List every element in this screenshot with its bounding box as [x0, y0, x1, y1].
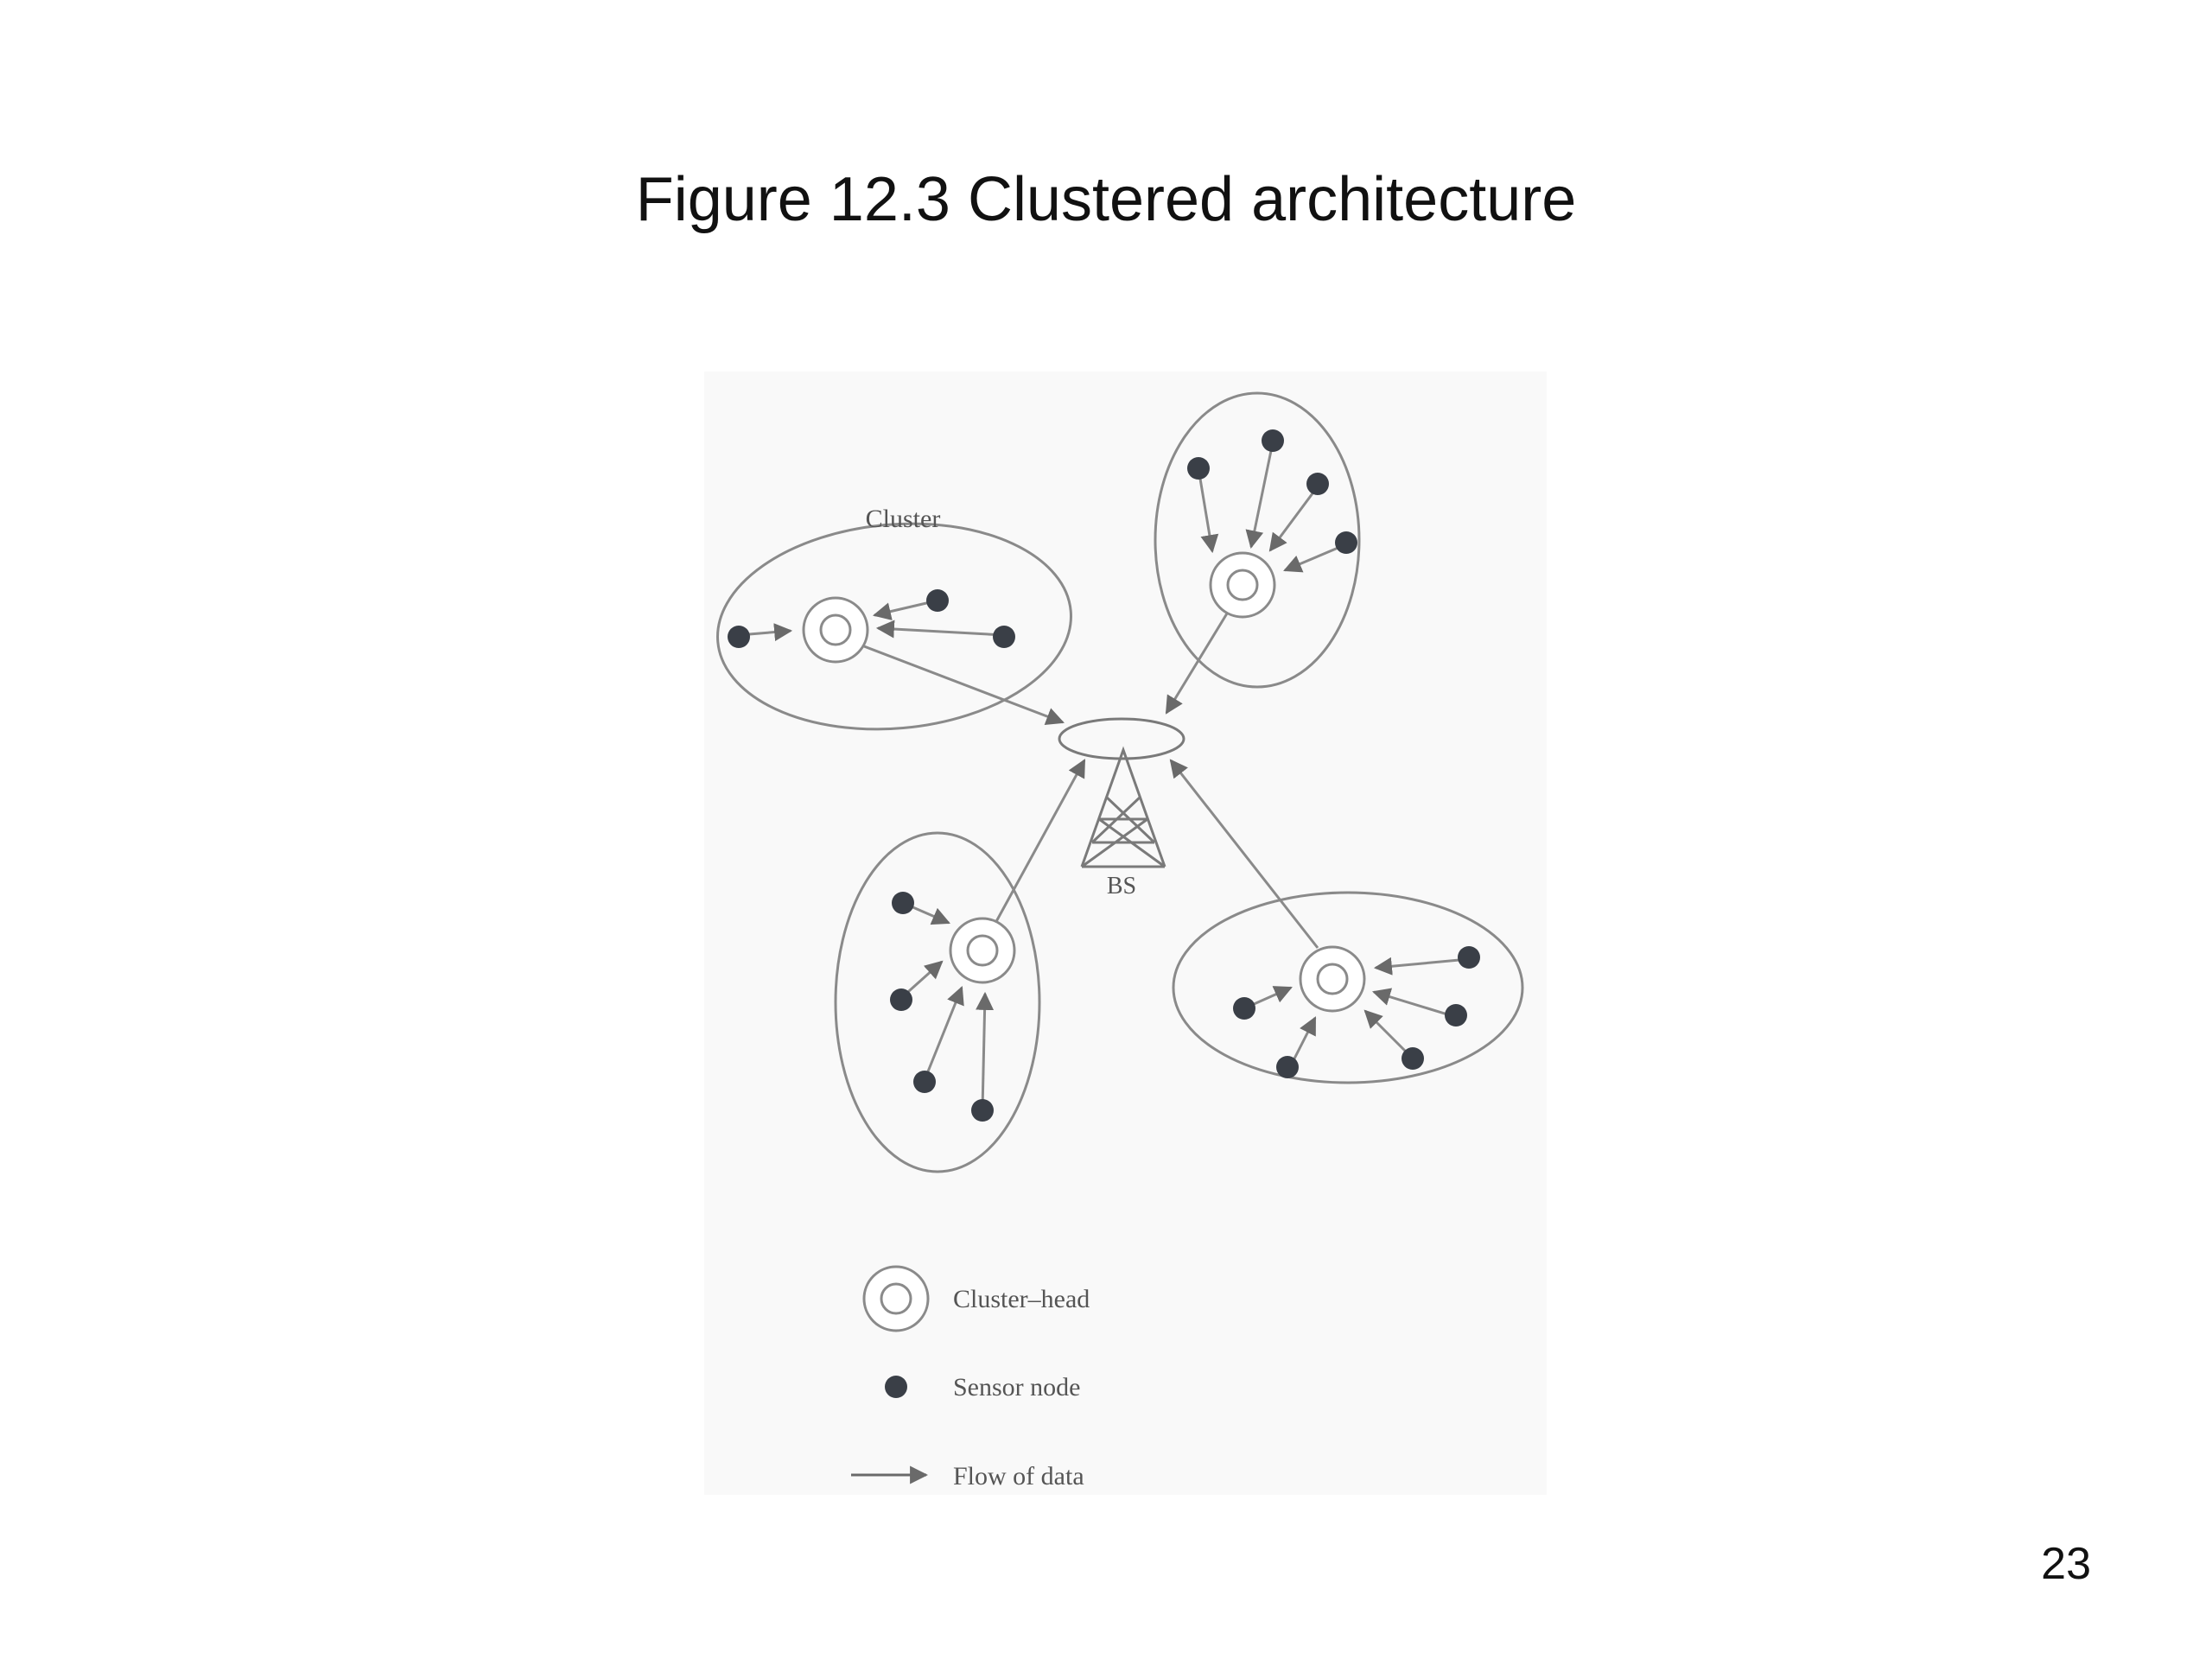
legend-sensor-node-icon	[885, 1376, 907, 1398]
cluster-boundary-bottom-left	[834, 831, 1041, 1173]
tower-icon	[1080, 746, 1166, 868]
cluster-head-icon	[1299, 945, 1366, 1013]
sensor-node	[728, 626, 750, 648]
flow-arrow-head-to-bs	[1169, 759, 1319, 949]
cluster-boundary-top-left	[716, 522, 1072, 731]
flow-arrow	[1197, 467, 1219, 554]
sensor-node	[993, 626, 1015, 648]
cluster-boundary-top-right	[1154, 391, 1361, 689]
flow-arrow	[1373, 957, 1470, 976]
cluster-boundary-bottom-right	[1172, 891, 1524, 1084]
figure-background	[704, 372, 1547, 1495]
sensor-node	[971, 1099, 994, 1122]
sensor-node	[1233, 997, 1255, 1020]
cluster-head-icon	[1209, 551, 1276, 619]
flow-arrow	[1245, 442, 1274, 550]
sensor-node	[1262, 429, 1284, 452]
sensor-node	[1306, 473, 1329, 495]
legend-cluster-head-label: Cluster–head	[953, 1285, 1090, 1313]
base-station	[1058, 717, 1185, 868]
legend: Cluster–head Sensor node Flow of data	[851, 1265, 1090, 1491]
cluster-head-icon	[949, 917, 1016, 984]
flow-arrow	[1268, 486, 1319, 552]
flow-arrow	[875, 620, 1005, 639]
flow-arrow	[1371, 988, 1457, 1019]
flow-arrow	[1283, 543, 1347, 573]
sensor-node	[892, 892, 914, 914]
sensor-node	[1402, 1047, 1424, 1070]
legend-flow-label: Flow of data	[953, 1462, 1084, 1491]
slide-title: Figure 12.3 Clustered architecture	[635, 165, 1577, 234]
flow-arrow	[976, 991, 995, 1111]
flow-arrow	[923, 986, 964, 1081]
sensor-node	[1458, 946, 1480, 969]
sensor-node	[1187, 457, 1210, 480]
flow-arrow-head-to-bs	[1165, 613, 1229, 715]
cluster-label: Cluster	[866, 505, 941, 533]
sensor-node	[890, 988, 912, 1011]
flow-arrow-head-to-bs	[863, 645, 1065, 726]
sensor-node	[913, 1071, 936, 1093]
sensor-node	[1276, 1056, 1299, 1078]
flow-arrow-head-to-bs	[992, 759, 1086, 927]
legend-sensor-node-label: Sensor node	[953, 1373, 1080, 1402]
cluster-head-icon	[802, 596, 869, 664]
legend-cluster-head-icon	[862, 1265, 930, 1332]
page-number: 23	[2041, 1539, 2091, 1589]
sensor-node	[926, 589, 949, 612]
base-station-label: BS	[1107, 873, 1136, 899]
sensor-node	[1335, 531, 1357, 554]
sensor-node	[1445, 1004, 1467, 1027]
